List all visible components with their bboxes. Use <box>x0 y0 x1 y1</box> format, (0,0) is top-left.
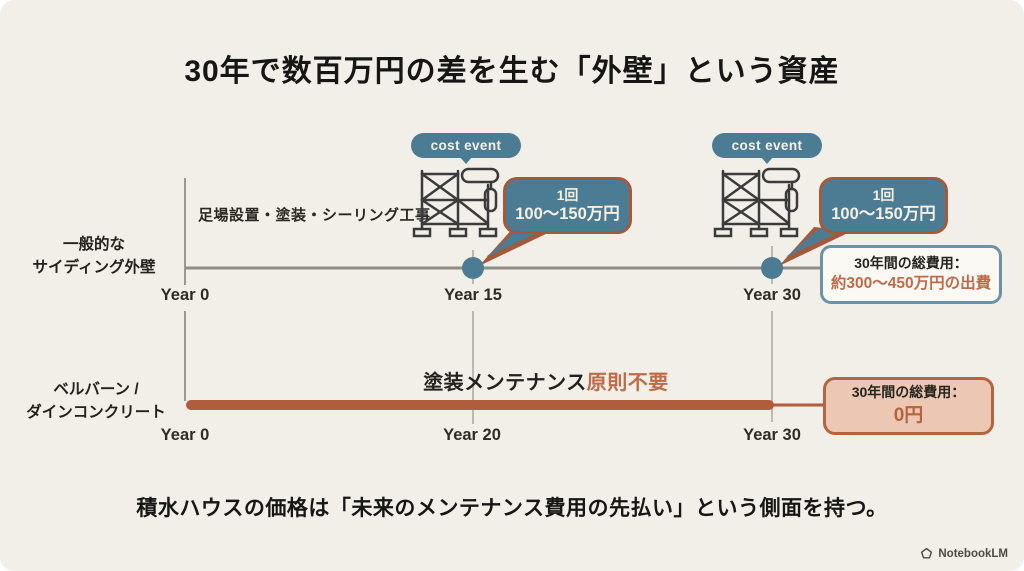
scaffolding-paint-roller-icon <box>412 167 500 238</box>
cost-bubble-1: 1回 100〜150万円 <box>503 177 632 234</box>
bellburn-year-30: Year 30 <box>737 426 807 445</box>
cost-event-badge-1: cost event <box>411 133 521 158</box>
notebooklm-logo-icon <box>921 547 933 559</box>
bottom-tagline: 積水ハウスの価格は「未来のメンテナンス費用の先払い」という側面を持つ。 <box>136 497 888 520</box>
bellburn-year-0: Year 0 <box>154 426 216 445</box>
siding-year-30: Year 30 <box>737 286 807 305</box>
siding-year-0: Year 0 <box>154 286 216 305</box>
watermark: NotebookLM <box>0 547 1008 560</box>
maintenance-note: 塗装メンテナンス原則不要 <box>423 372 669 394</box>
work-note: 足場設置・塗装・シーリング工事 <box>198 207 431 224</box>
bellburn-total-cost-box: 30年間の総費用： 0円 <box>823 377 994 435</box>
bellburn-year-20: Year 20 <box>437 426 507 445</box>
watermark-label: NotebookLM <box>938 547 1008 560</box>
cost-event-badge-2: cost event <box>712 133 822 158</box>
scaffolding-paint-roller-icon <box>713 167 801 238</box>
cost-bubble-2: 1回 100〜150万円 <box>819 177 948 234</box>
siding-total-cost-box: 30年間の総費用： 約300〜450万円の出費 <box>820 245 1002 304</box>
siding-year-15: Year 15 <box>438 286 508 305</box>
siding-row-label: 一般的な サイディング外壁 <box>32 236 156 277</box>
bellburn-row-label: ベルバーン / ダインコンクリート <box>26 381 166 422</box>
slide-title: 30年で数百万円の差を生む「外壁」という資産 <box>184 55 840 88</box>
